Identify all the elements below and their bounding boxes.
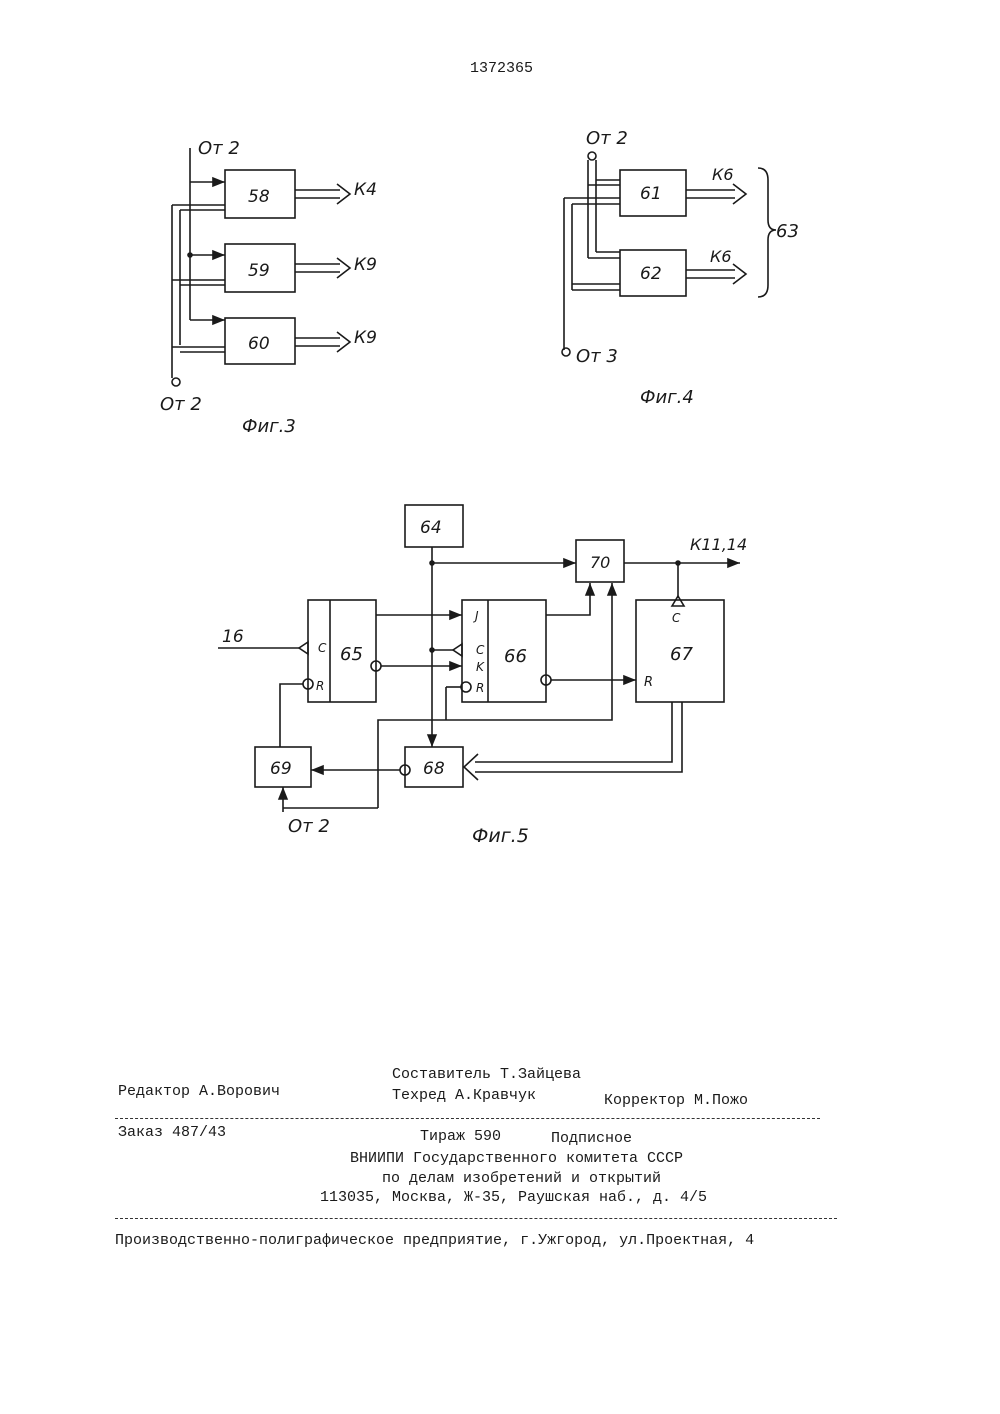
fig5-66-pin-j: J	[473, 609, 479, 623]
fig5-output-label: К11,14	[690, 535, 747, 554]
footer-subscription: Подписное	[551, 1130, 632, 1147]
fig3-output-k9-a: К9	[354, 255, 377, 275]
fig3-input-bottom-label: От 2	[160, 394, 202, 415]
footer-divider-bottom	[115, 1218, 837, 1219]
fig5-caption: Фиг.5	[472, 825, 529, 847]
footer-corrector: Корректор М.Пожо	[604, 1092, 748, 1109]
fig5-65-pin-c: C	[318, 641, 327, 655]
fig5-block-70-label: 70	[590, 553, 610, 572]
fig4-caption: Фиг.4	[640, 387, 694, 408]
fig4-output-k6-a: К6	[712, 165, 734, 184]
fig4-input-top-label: От 2	[586, 128, 628, 149]
footer-compiler: Составитель Т.Зайцева	[392, 1066, 581, 1083]
footer-address: 113035, Москва, Ж-35, Раушская наб., д. …	[320, 1189, 707, 1206]
fig4-group-label: 63	[776, 221, 799, 242]
fig5-diagram	[218, 505, 740, 812]
fig5-67-pin-r: R	[644, 675, 653, 690]
fig5-block-69-label: 69	[270, 759, 292, 779]
fig3-input-top-label: От 2	[198, 138, 240, 159]
footer-org-line2: по делам изобретений и открытий	[382, 1170, 661, 1187]
fig5-block-66-label: 66	[504, 646, 527, 667]
footer-order: Заказ 487/43	[118, 1124, 226, 1141]
fig3-output-k4: К4	[354, 180, 377, 200]
fig4-diagram	[562, 152, 776, 356]
fig3-block-60-label: 60	[248, 334, 270, 354]
footer-techred: Техред А.Кравчук	[392, 1087, 536, 1104]
fig4-input-bottom-label: От 3	[576, 346, 618, 367]
footer-editor: Редактор А.Ворович	[118, 1083, 280, 1100]
fig5-block-67-label: 67	[670, 644, 693, 665]
footer-org-line1: ВНИИПИ Государственного комитета СССР	[350, 1150, 683, 1167]
fig3-block-58-label: 58	[248, 187, 270, 207]
fig3-block-59-label: 59	[248, 261, 270, 281]
footer-divider-top	[115, 1118, 820, 1119]
footer-circulation: Тираж 590	[420, 1128, 501, 1145]
fig5-67-pin-c: C	[672, 611, 681, 625]
fig5-input-bottom-label: От 2	[288, 816, 330, 837]
fig5-input-16-label: 16	[222, 627, 244, 647]
fig5-65-pin-r: R	[316, 679, 324, 693]
fig3-output-k9-b: К9	[354, 328, 377, 348]
fig5-66-pin-k: K	[476, 660, 485, 674]
fig4-block-61-label: 61	[640, 184, 662, 204]
fig4-output-k6-b: К6	[710, 247, 732, 266]
footer-printer: Производственно-полиграфическое предприя…	[115, 1232, 754, 1249]
fig5-block-64-label: 64	[420, 518, 442, 538]
fig5-block-65-label: 65	[340, 644, 363, 665]
fig5-66-pin-c: C	[476, 643, 485, 657]
fig4-block-62-label: 62	[640, 264, 662, 284]
fig5-66-pin-r: R	[476, 681, 484, 695]
fig3-caption: Фиг.3	[242, 416, 296, 437]
fig5-block-68-label: 68	[423, 759, 445, 779]
